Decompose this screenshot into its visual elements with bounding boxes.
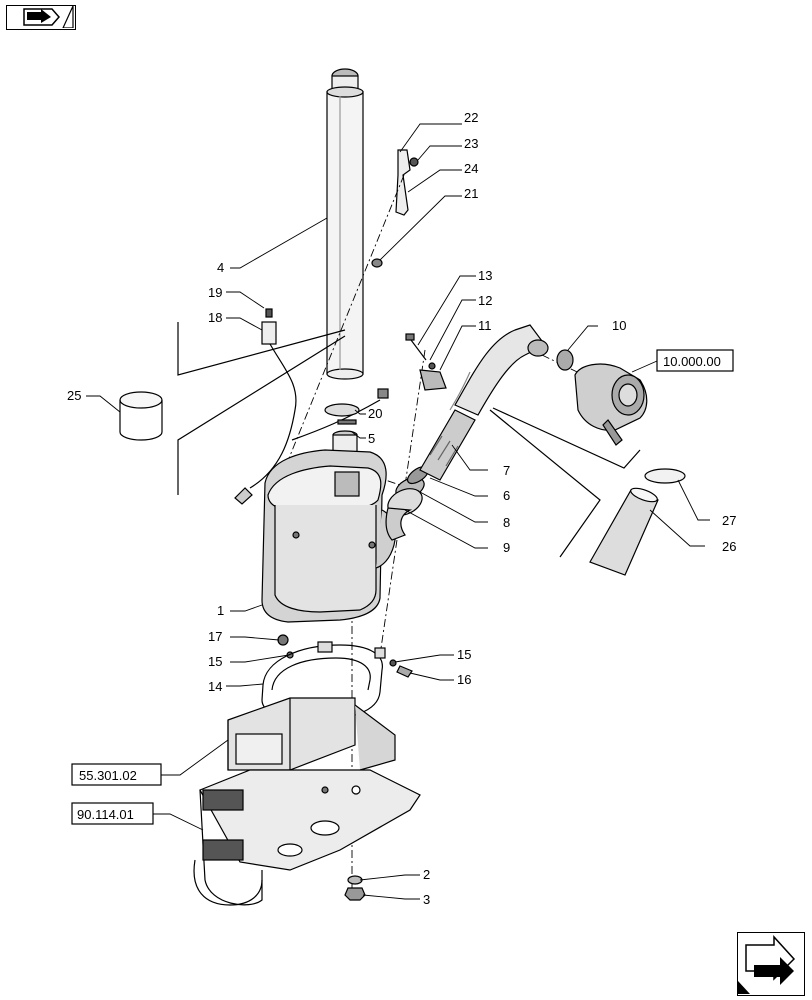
- next-page-arrow-icon: [738, 935, 796, 994]
- previous-page-button[interactable]: [6, 5, 76, 30]
- callout-25: 25: [67, 388, 81, 403]
- reference-label: 90.114.01: [77, 807, 134, 822]
- reference-box-55-301-02[interactable]: 55.301.02: [71, 763, 162, 786]
- callout-20: 20: [368, 406, 382, 421]
- callout-22: 22: [464, 110, 478, 125]
- sleeve: [119, 391, 163, 441]
- callout-7: 7: [503, 463, 510, 478]
- callout-12: 12: [478, 293, 492, 308]
- muffler: [261, 449, 396, 623]
- reference-box-90-114-01[interactable]: 90.114.01: [71, 802, 154, 825]
- callout-10: 10: [612, 318, 626, 333]
- cone-cap: [589, 468, 686, 576]
- callout-3: 3: [423, 892, 430, 907]
- callout-27: 27: [722, 513, 736, 528]
- reference-label: 10.000.00: [663, 354, 721, 369]
- outlet-elbow: [385, 477, 425, 541]
- callout-14: 14: [208, 679, 222, 694]
- next-page-button[interactable]: [737, 932, 805, 996]
- callout-6: 6: [503, 488, 510, 503]
- callout-15-right: 15: [457, 647, 471, 662]
- callout-15-left: 15: [208, 654, 222, 669]
- callout-18: 18: [208, 310, 222, 325]
- callout-19: 19: [208, 285, 222, 300]
- reference-label: 55.301.02: [79, 768, 137, 783]
- callout-21: 21: [464, 186, 478, 201]
- reference-box-10-000-00[interactable]: 10.000.00: [656, 349, 734, 372]
- callout-labels: 22 23 24 21 4 19 18 25 13 12 11 10 20 5 …: [67, 110, 736, 907]
- callout-9: 9: [503, 540, 510, 555]
- callout-2: 2: [423, 867, 430, 882]
- exhaust-pipe: [406, 324, 549, 485]
- tail-pipe: [326, 68, 364, 380]
- callout-26: 26: [722, 539, 736, 554]
- callout-4: 4: [217, 260, 224, 275]
- callout-8: 8: [503, 515, 510, 530]
- callout-16: 16: [457, 672, 471, 687]
- callout-17: 17: [208, 629, 222, 644]
- callout-24: 24: [464, 161, 478, 176]
- callout-13: 13: [478, 268, 492, 283]
- mounting-frame: [193, 697, 421, 906]
- callout-23: 23: [464, 136, 478, 151]
- bolt-clamp: [405, 333, 447, 391]
- turbocharger: [556, 349, 648, 446]
- callout-1: 1: [217, 603, 224, 618]
- support-bracket: [371, 149, 419, 268]
- callout-5: 5: [368, 431, 375, 446]
- callout-11: 11: [478, 318, 492, 333]
- previous-page-arrow-icon: [23, 5, 74, 29]
